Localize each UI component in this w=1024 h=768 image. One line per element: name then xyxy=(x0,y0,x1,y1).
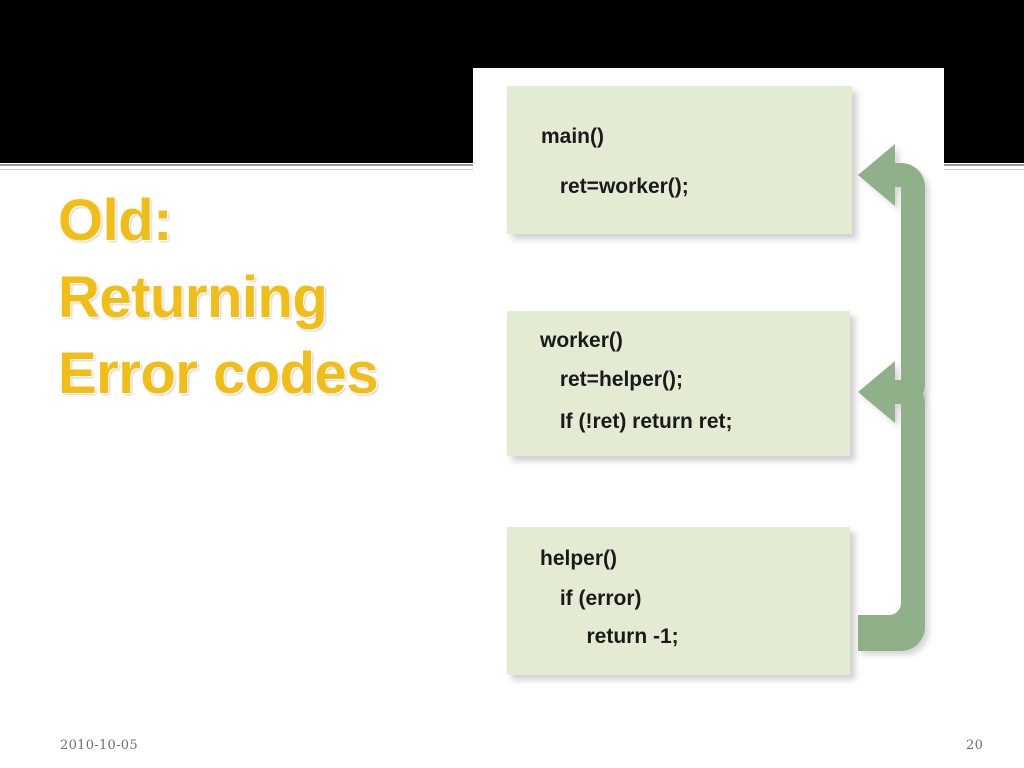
title-line-1: Old: xyxy=(58,188,172,253)
connector-worker-to-main xyxy=(858,144,925,408)
slide-number: 20 xyxy=(966,738,984,753)
title-line-3: Error codes xyxy=(58,341,379,407)
title-line-2: Returning xyxy=(58,264,328,330)
code-line: helper() xyxy=(540,547,618,570)
code-line: main() xyxy=(541,125,604,148)
code-box-worker: worker() ret=helper(); If (!ret) return … xyxy=(507,311,850,456)
code-line: ret=helper(); xyxy=(554,368,683,391)
footer-date: 2010-10-05 xyxy=(60,738,138,753)
code-line: ret=worker(); xyxy=(554,175,689,198)
code-line: if (error) xyxy=(554,587,642,610)
slide-title: Old: Returning Error codes xyxy=(58,183,458,413)
code-box-main: main() ret=worker(); xyxy=(507,86,852,234)
code-line: worker() xyxy=(540,329,623,352)
code-box-helper: helper() if (error) return -1; xyxy=(507,527,850,675)
code-line: return -1; xyxy=(569,625,679,648)
code-line: If (!ret) return ret; xyxy=(554,410,733,433)
connector-helper-to-worker xyxy=(858,361,925,651)
